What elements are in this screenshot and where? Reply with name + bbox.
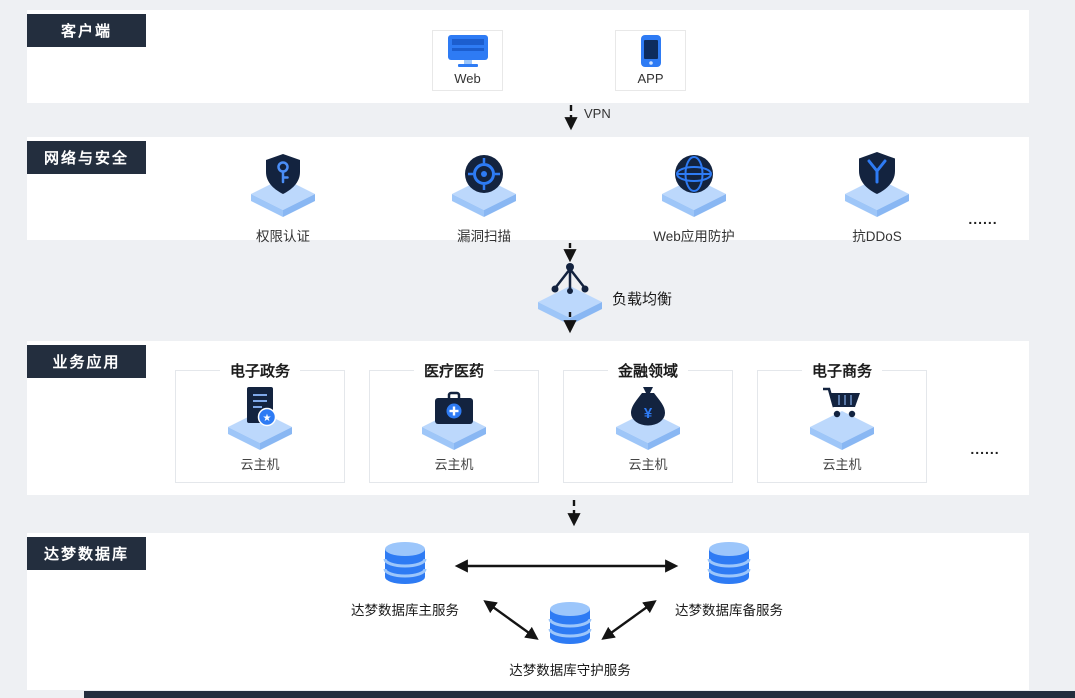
ecommerce-cart-icon [810, 387, 874, 450]
load-balancer-icon-wrap [528, 260, 612, 331]
section-security: 网络与安全 权限认证 漏洞扫描 [27, 137, 1029, 244]
section-label-client: 客户端 [27, 14, 146, 47]
business-card-finance: 金融领域 ¥ 云主机 [563, 360, 733, 483]
db-guardian-cylinder-icon [548, 602, 592, 644]
section-business: 业务应用 电子政务 ★ 云主机 医疗医药 [27, 341, 1029, 495]
section-label-business-text: 业务应用 [52, 354, 121, 371]
finance-moneybag-icon: ¥ [616, 387, 680, 450]
section-label-database: 达梦数据库 [27, 537, 146, 570]
business-card-medical: 医疗医药 云主机 [369, 360, 539, 483]
svg-text:★: ★ [263, 413, 272, 424]
section-label-security-text: 网络与安全 [43, 150, 129, 167]
db-guardian-label: 达梦数据库守护服务 [509, 663, 631, 678]
business-card-ecommerce-title: 电子商务 [801, 360, 883, 381]
business-card-egov: 电子政务 ★ 云主机 [175, 360, 345, 483]
business-card-egov-sublabel: 云主机 [240, 457, 280, 472]
security-item-scan-label: 漏洞扫描 [457, 229, 511, 244]
security-item-waf: Web应用防护 [619, 152, 769, 245]
web-client-card: Web [432, 30, 503, 91]
security-item-ddos: 抗DDoS [802, 152, 952, 245]
db-primary-node: 达梦数据库主服务 [315, 541, 495, 619]
vulnerability-scan-icon [452, 155, 516, 217]
business-card-medical-sublabel: 云主机 [434, 457, 474, 472]
egov-document-icon: ★ [228, 387, 292, 450]
section-label-client-text: 客户端 [60, 23, 112, 40]
section-label-business: 业务应用 [27, 345, 146, 378]
svg-text:¥: ¥ [644, 405, 653, 422]
security-item-auth: 权限认证 [208, 152, 358, 245]
section-client: 客户端 Web APP [27, 10, 1029, 103]
business-card-finance-title: 金融领域 [607, 360, 689, 381]
db-backup-cylinder-icon [707, 542, 751, 584]
db-backup-label: 达梦数据库备服务 [675, 603, 783, 618]
db-primary-cylinder-icon [383, 542, 427, 584]
business-card-finance-sublabel: 云主机 [628, 457, 668, 472]
app-phone-icon [640, 35, 661, 67]
section-database: 达梦数据库 达梦数据库主服务 达梦数据库备服务 [27, 533, 1029, 690]
security-ellipsis: ...... [968, 211, 998, 227]
section-label-security: 网络与安全 [27, 141, 146, 174]
app-client-card: APP [615, 30, 686, 91]
load-balancer-label: 负载均衡 [612, 291, 673, 308]
db-primary-label: 达梦数据库主服务 [351, 603, 459, 618]
security-item-waf-label: Web应用防护 [653, 229, 735, 244]
business-card-egov-title: 电子政务 [219, 360, 301, 381]
business-card-medical-title: 医疗医药 [413, 360, 495, 381]
business-card-ecommerce: 电子商务 云主机 [757, 360, 927, 483]
security-item-scan: 漏洞扫描 [409, 152, 559, 245]
db-backup-node: 达梦数据库备服务 [639, 541, 819, 619]
web-monitor-icon [447, 35, 488, 67]
auth-shield-key-icon [251, 154, 315, 217]
business-card-ecommerce-sublabel: 云主机 [822, 457, 862, 472]
security-item-ddos-label: 抗DDoS [852, 229, 902, 244]
load-balancer-icon [538, 263, 602, 325]
web-protection-globe-icon [662, 155, 726, 217]
app-label: APP [637, 71, 664, 86]
vpn-label: VPN [584, 106, 611, 121]
anti-ddos-shield-icon [845, 152, 909, 217]
security-item-auth-label: 权限认证 [256, 229, 310, 244]
medical-kit-icon [422, 391, 486, 450]
bottom-bar [84, 691, 1075, 698]
business-ellipsis: ...... [970, 441, 1000, 457]
db-guardian-node: 达梦数据库守护服务 [480, 601, 660, 679]
web-label: Web [454, 71, 481, 86]
section-label-database-text: 达梦数据库 [43, 546, 129, 563]
